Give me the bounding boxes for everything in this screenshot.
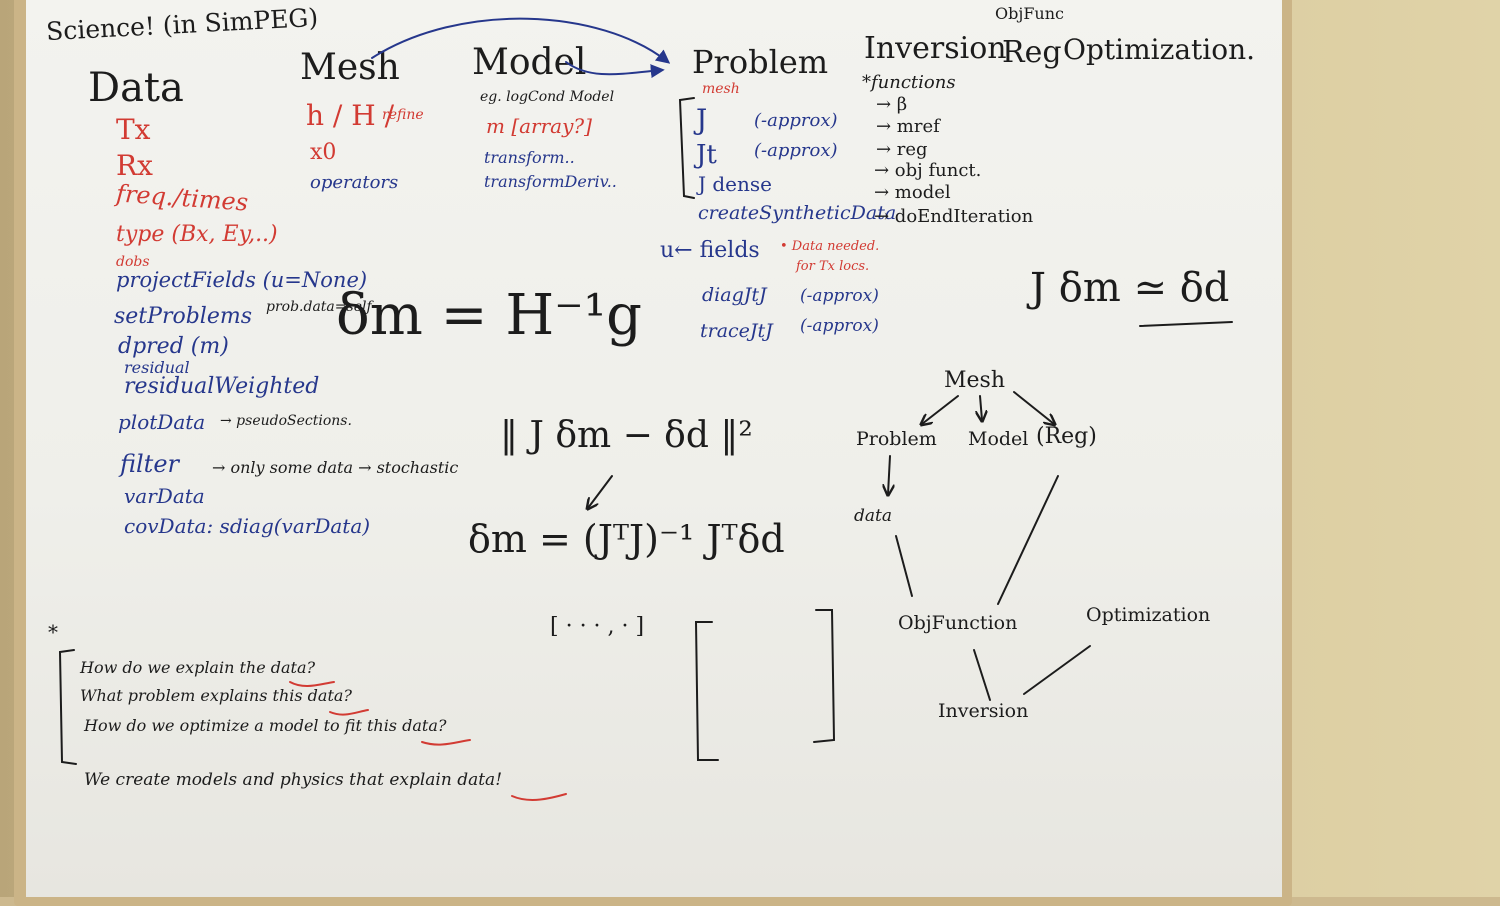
data-dpred: dpred (m) [118, 334, 229, 359]
model-m: m [array?] [486, 114, 592, 138]
inv-beta: → β [876, 94, 908, 115]
heading-reg: Reg [1002, 35, 1062, 70]
problem-trace-approx: (-approx) [800, 316, 879, 336]
diagram-model: Model [968, 428, 1029, 450]
objfunc-note: ObjFunc [995, 4, 1064, 23]
inv-mref: → mref [876, 116, 940, 137]
diagram-reg: (Reg) [1036, 424, 1097, 449]
data-filter-note: → only some data → stochastic [212, 458, 459, 477]
diagram-objfunction: ObjFunction [898, 612, 1018, 634]
mesh-x0: x0 [310, 140, 337, 165]
inv-obj-funct: → obj funct. [874, 160, 982, 181]
eq-bracket-row: [ · · · , · ] [550, 614, 645, 639]
question-1: How do we explain the data? [80, 658, 316, 677]
inv-functions: *functions [862, 72, 956, 93]
heading-data: Data [88, 65, 184, 111]
problem-for-tx-locs: for Tx locs. [796, 259, 870, 274]
model-transform: transform.. [484, 148, 575, 167]
heading-optimization: Optimization. [1063, 33, 1256, 66]
problem-create-synthetic-data: createSyntheticData [698, 202, 897, 224]
answer-line: We create models and physics that explai… [84, 770, 503, 790]
question-3: How do we optimize a model to fit this d… [84, 716, 447, 735]
diagram-problem: Problem [856, 428, 937, 450]
problem-j-approx: (-approx) [754, 110, 838, 131]
data-cov-data: covData: sdiag(varData) [124, 514, 371, 538]
eq-newton-step: δm = H⁻¹g [336, 283, 643, 348]
eq-j-dm-approx-dd: J δm ≃ δd [1030, 265, 1230, 311]
data-pseudo-sections: → pseudoSections. [220, 413, 352, 429]
diagram-inversion: Inversion [938, 700, 1029, 722]
data-dobs: dobs [116, 254, 150, 270]
mesh-h: h / H / [306, 99, 395, 132]
problem-u-fields: u← fields [660, 238, 760, 263]
problem-diag-approx: (-approx) [800, 286, 879, 306]
data-filter: filter [120, 450, 180, 478]
data-type: type (Bx, Ey,..) [116, 222, 278, 247]
diagram-mesh: Mesh [944, 368, 1006, 393]
inv-model: → model [874, 182, 951, 203]
model-example: eg. logCond Model [480, 89, 615, 105]
data-plot-data: plotData [118, 410, 206, 434]
inv-do-end-iteration: → doEndIteration [874, 206, 1034, 227]
heading-problem: Problem [692, 43, 829, 81]
heading-mesh: Mesh [300, 47, 400, 88]
data-residual: residual [124, 358, 190, 377]
inv-reg: → reg [876, 139, 928, 160]
data-var-data: varData [124, 484, 205, 508]
eq-normal-equations: δm = (JᵀJ)⁻¹ Jᵀδd [468, 517, 785, 561]
problem-trace-jtj: traceJtJ [700, 320, 773, 342]
heading-model: Model [472, 42, 587, 83]
data-prob-data: prob.data=self [266, 299, 372, 315]
questions-star: * [48, 620, 58, 644]
eq-misfit: ‖ J δm − δd ‖² [500, 415, 753, 456]
diagram-data: data [854, 506, 892, 526]
whiteboard-surface [26, 0, 1282, 897]
data-residual-weighted: residualWeighted [124, 374, 320, 399]
data-set-problems: setProblems [114, 304, 253, 329]
heading-inversion: Inversion [864, 31, 1007, 66]
mesh-operators: operators [310, 172, 399, 193]
problem-diag-jtj: diagJtJ [702, 284, 767, 306]
data-rx: Rx [116, 149, 153, 182]
problem-data-needed: • Data needed. [780, 239, 880, 254]
diagram-optimization: Optimization [1086, 604, 1211, 626]
data-project-fields: projectFields (u=None) [116, 268, 368, 292]
question-2: What problem explains this data? [80, 686, 352, 705]
problem-j: J [696, 103, 708, 136]
problem-j-dense: J dense [698, 172, 772, 196]
problem-jt-approx: (-approx) [754, 140, 838, 161]
problem-jt: Jt [696, 140, 717, 170]
problem-mesh: mesh [702, 81, 740, 97]
model-transform-deriv: transformDeriv.. [484, 172, 617, 191]
data-tx: Tx [116, 113, 151, 146]
mesh-refine: refine [382, 107, 424, 123]
